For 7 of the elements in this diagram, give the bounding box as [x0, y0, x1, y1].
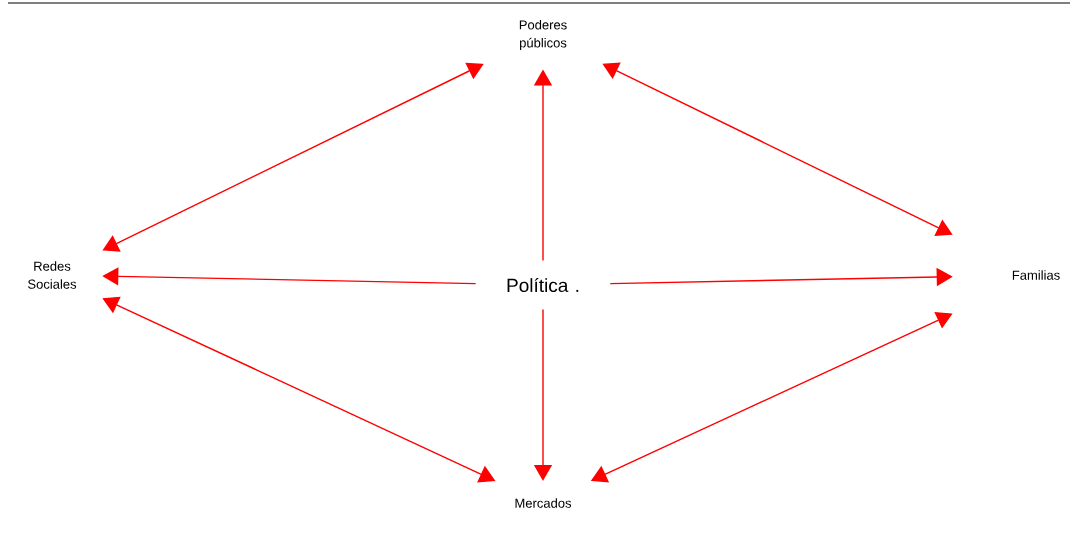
node-label: Mercados: [515, 498, 572, 508]
arrow: [602, 62, 953, 236]
node-label: Redes Sociales: [28, 261, 77, 289]
node-label: Familias: [1012, 270, 1060, 280]
node-label: Política .: [507, 277, 579, 293]
node-label: Poderes públicos: [519, 19, 567, 51]
arrow: [102, 62, 484, 252]
